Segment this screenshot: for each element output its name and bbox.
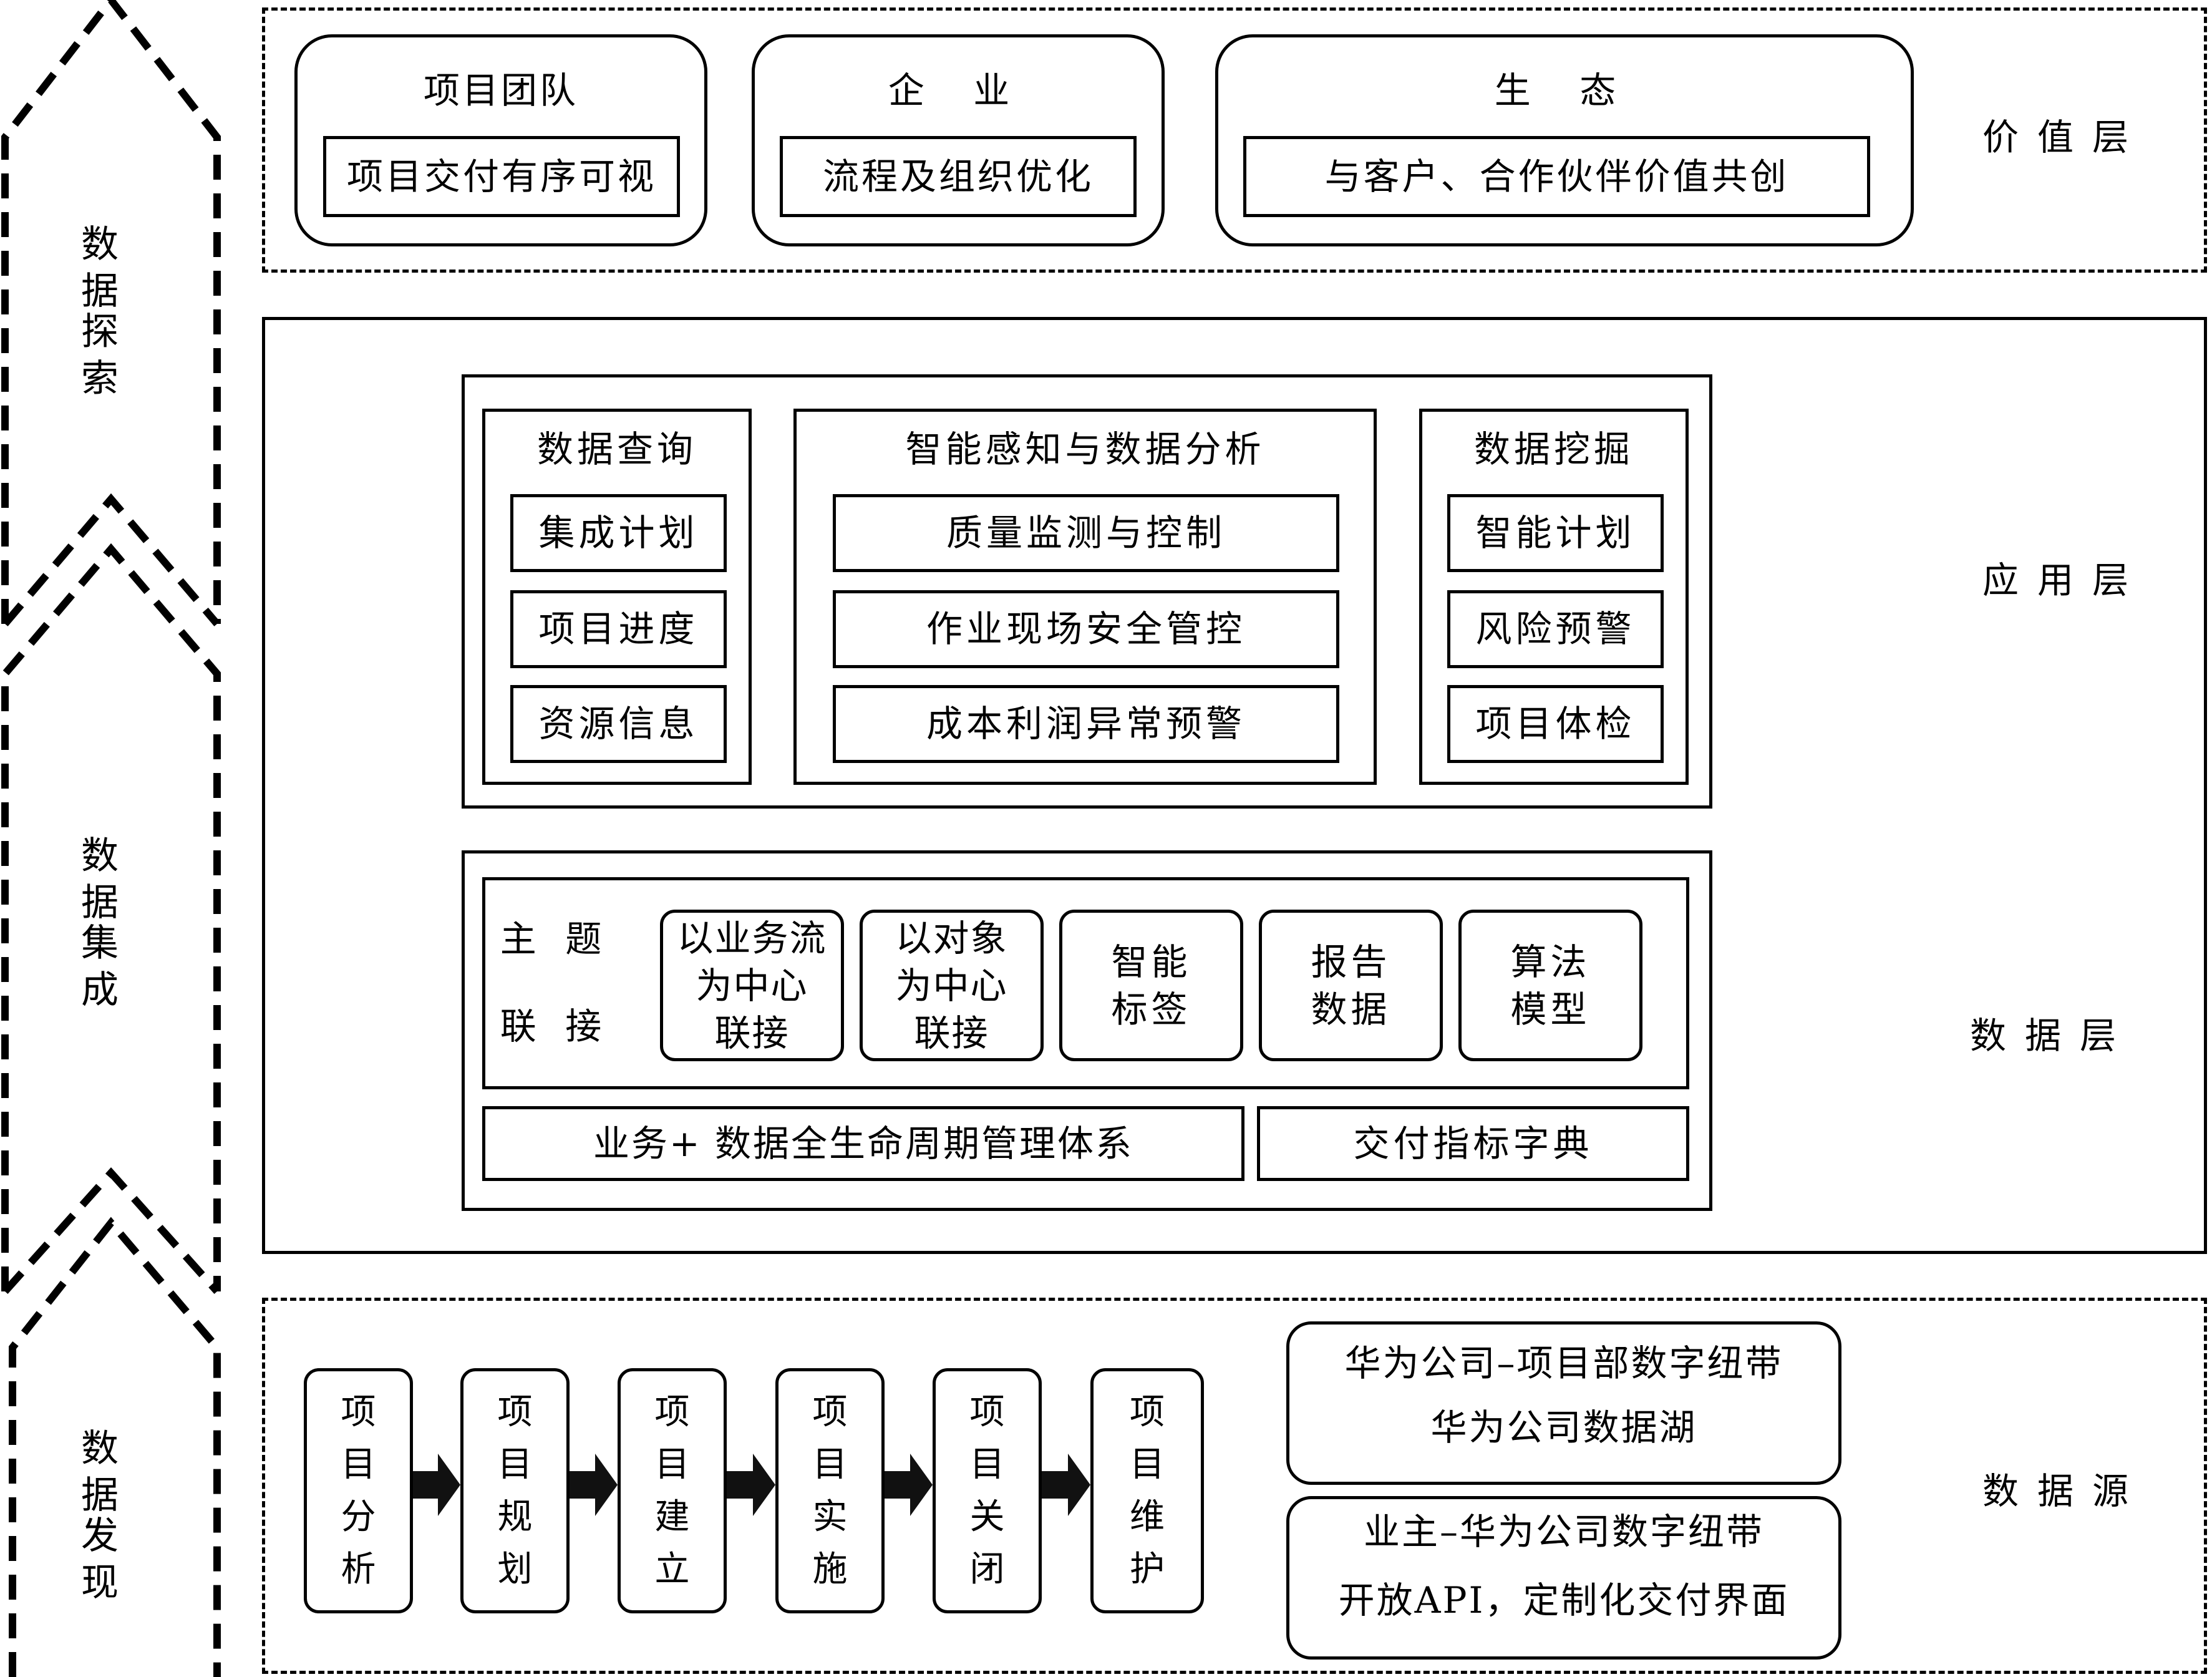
theme-3-box bbox=[1059, 910, 1243, 1061]
theme-connect-label: 主 题 联 接 bbox=[500, 918, 611, 1048]
app-col-analysis-title: 智能感知与数据分析 bbox=[905, 427, 1265, 470]
source-box-owner-line2: 开放API，定制化交付界面 bbox=[1338, 1578, 1790, 1621]
integrate-arrow bbox=[1, 543, 221, 1291]
source-box-huawei bbox=[1286, 1321, 1841, 1485]
app-mining-item-1-box bbox=[1447, 494, 1664, 572]
app-query-item-1: 集成计划 bbox=[538, 512, 699, 555]
discover-arrow bbox=[9, 1217, 221, 1677]
theme-3: 智能 标签 bbox=[1111, 940, 1191, 1031]
stage-4: 项 目 实 施 bbox=[812, 1391, 848, 1590]
value-group-team-title: 项目团队 bbox=[423, 69, 578, 112]
value-group-enterprise-title: 企 业 bbox=[888, 69, 1029, 112]
value-layer-frame bbox=[262, 7, 2207, 273]
app-analysis-item-1: 质量监测与控制 bbox=[946, 512, 1226, 555]
value-item-ecosystem: 与客户、合作伙伴价值共创 bbox=[1324, 155, 1789, 198]
app-query-item-2: 项目进度 bbox=[538, 608, 699, 651]
value-layer-label: 价值层 bbox=[1982, 115, 2147, 158]
app-mining-item-2: 风险预警 bbox=[1475, 608, 1636, 651]
stage-6: 项 目 维 护 bbox=[1130, 1391, 1165, 1590]
app-layer-box bbox=[462, 374, 1712, 809]
theme-2: 以对象 为中心 联接 bbox=[895, 916, 1008, 1054]
app-mining-item-3: 项目体检 bbox=[1475, 702, 1636, 746]
stage-1-box bbox=[304, 1368, 413, 1613]
app-query-item-2-box bbox=[510, 590, 727, 668]
source-box-owner bbox=[1286, 1496, 1841, 1660]
data-layer-box bbox=[462, 850, 1712, 1211]
stage-4-box bbox=[775, 1368, 885, 1613]
theme-5-box bbox=[1458, 910, 1642, 1061]
source-layer-frame bbox=[262, 1298, 2207, 1674]
value-group-ecosystem-title: 生 态 bbox=[1494, 69, 1635, 112]
source-box-huawei-line2: 华为公司数据湖 bbox=[1430, 1406, 1697, 1449]
dictionary-label: 交付指标字典 bbox=[1353, 1122, 1593, 1165]
app-col-query-title: 数据查询 bbox=[536, 427, 697, 470]
theme-4-box bbox=[1259, 910, 1443, 1061]
value-group-team bbox=[294, 34, 707, 246]
value-item-team-box bbox=[323, 136, 680, 217]
theme-1-box bbox=[660, 910, 844, 1061]
lifecycle-label: 业务+ 数据全生命周期管理体系 bbox=[593, 1122, 1134, 1165]
app-mining-item-2-box bbox=[1447, 590, 1664, 668]
data-layer-label: 数据层 bbox=[1969, 1014, 2135, 1057]
value-item-ecosystem-box bbox=[1243, 136, 1870, 217]
stage-6-box bbox=[1090, 1368, 1204, 1613]
dictionary-box bbox=[1257, 1106, 1689, 1181]
app-analysis-item-2: 作业现场安全管控 bbox=[926, 608, 1246, 651]
stage-1: 项 目 分 析 bbox=[341, 1391, 376, 1590]
flow-arrow-1 bbox=[413, 1454, 460, 1516]
app-query-item-3-box bbox=[510, 685, 727, 763]
theme-1: 以业务流 为中心 联接 bbox=[677, 916, 827, 1054]
theme-connect-box bbox=[482, 877, 1689, 1089]
app-analysis-item-3: 成本利润异常预警 bbox=[926, 702, 1246, 746]
stage-5-box bbox=[933, 1368, 1042, 1613]
theme-5: 算法 模型 bbox=[1510, 940, 1591, 1031]
app-layer-label: 应用层 bbox=[1982, 558, 2147, 601]
source-box-owner-line1: 业主–华为公司数字纽带 bbox=[1363, 1510, 1764, 1553]
flow-arrow-2 bbox=[570, 1454, 618, 1516]
value-item-enterprise-box bbox=[780, 136, 1137, 217]
app-query-item-3: 资源信息 bbox=[538, 702, 699, 746]
app-analysis-item-1-box bbox=[833, 494, 1339, 572]
stage-2: 项 目 规 划 bbox=[497, 1391, 533, 1590]
app-col-query bbox=[482, 409, 752, 785]
stage-5: 项 目 关 闭 bbox=[969, 1391, 1005, 1590]
explore-arrow bbox=[1, 0, 221, 624]
discover-arrow-outer bbox=[2, 1167, 220, 1295]
stage-3-box bbox=[618, 1368, 727, 1613]
app-col-mining bbox=[1419, 409, 1689, 785]
app-mining-item-3-box bbox=[1447, 685, 1664, 763]
app-mining-item-1: 智能计划 bbox=[1475, 512, 1636, 555]
flow-arrow-4 bbox=[885, 1454, 933, 1516]
value-item-enterprise: 流程及组织优化 bbox=[822, 155, 1094, 198]
stage-2-box bbox=[460, 1368, 570, 1613]
flow-arrow-3 bbox=[727, 1454, 775, 1516]
app-analysis-item-3-box bbox=[833, 685, 1339, 763]
app-analysis-item-2-box bbox=[833, 590, 1339, 668]
source-box-huawei-line1: 华为公司–项目部数字纽带 bbox=[1344, 1341, 1783, 1384]
app-col-analysis bbox=[793, 409, 1377, 785]
app-data-frame bbox=[262, 317, 2207, 1254]
stage-3: 项 目 建 立 bbox=[654, 1391, 690, 1590]
integrate-arrow-outer bbox=[2, 493, 220, 626]
value-item-team: 项目交付有序可视 bbox=[346, 155, 656, 198]
app-col-mining-title: 数据挖掘 bbox=[1473, 427, 1634, 470]
value-group-enterprise bbox=[752, 34, 1165, 246]
theme-4: 报告 数据 bbox=[1311, 940, 1391, 1031]
flow-arrow-5 bbox=[1042, 1454, 1090, 1516]
source-layer-label: 数据源 bbox=[1982, 1469, 2147, 1512]
theme-2-box bbox=[860, 910, 1044, 1061]
value-group-ecosystem bbox=[1215, 34, 1914, 246]
app-query-item-1-box bbox=[510, 494, 727, 572]
lifecycle-box bbox=[482, 1106, 1244, 1181]
